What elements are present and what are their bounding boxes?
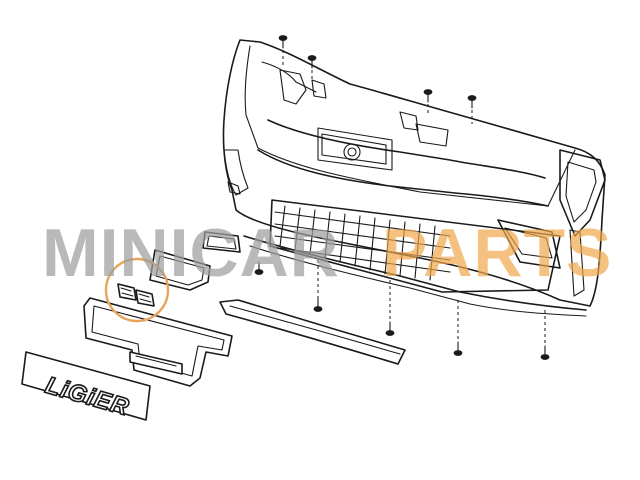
- front-bumper: [222, 39, 606, 317]
- left-lower-trim: [149, 249, 211, 291]
- top-screw-1: [278, 35, 288, 49]
- lower-grille-mesh: [274, 205, 451, 281]
- top-screw-3: [423, 89, 433, 103]
- bottom-screw-5: [540, 310, 550, 360]
- bottom-screw-3: [385, 280, 395, 336]
- clip-bracket-pair: [117, 283, 155, 307]
- watermark: MINICAR PARTS: [42, 215, 612, 291]
- licence-plate-mount: [83, 297, 233, 387]
- callout-circle: [104, 257, 170, 323]
- small-vent-insert: [202, 231, 241, 253]
- watermark-right-text: PARTS: [382, 215, 612, 291]
- bottom-screw-2: [313, 260, 323, 312]
- bottom-screw-4: [453, 300, 463, 356]
- top-screw-2: [307, 55, 317, 69]
- top-screw-4: [467, 95, 477, 109]
- lower-lip-strip: [219, 299, 406, 365]
- bottom-screw-1: [254, 261, 264, 275]
- watermark-left-text: MINICAR: [42, 215, 340, 291]
